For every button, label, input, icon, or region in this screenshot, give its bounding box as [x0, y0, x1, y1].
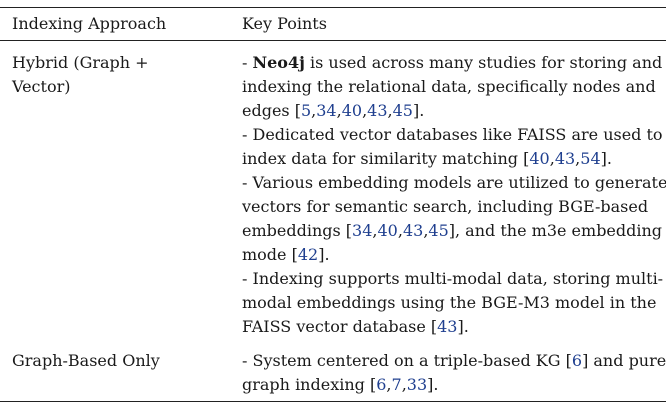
text-segment: graph indexing [ [242, 375, 377, 394]
text-segment: - Various embedding models are utilized … [242, 173, 666, 192]
text-segment: ]. [318, 245, 330, 264]
key-point-line: mode [42]. [242, 243, 666, 267]
key-point-line: FAISS vector database [43]. [242, 315, 666, 339]
citation-link[interactable]: 54 [580, 149, 601, 168]
text-segment: , [423, 221, 429, 240]
citation-link[interactable]: 6 [571, 351, 583, 370]
text-segment: , [362, 101, 368, 120]
key-point: - Various embedding models are utilized … [242, 171, 666, 267]
key-point-line: embeddings [34,40,43,45], and the m3e em… [242, 219, 666, 243]
key-point-line: indexing the relational data, specifical… [242, 75, 666, 99]
text-segment: index data for similarity matching [ [242, 149, 530, 168]
citation-link[interactable]: 34 [352, 221, 373, 240]
key-point-line: - Dedicated vector databases like FAISS … [242, 123, 666, 147]
text-segment: FAISS vector database [ [242, 317, 438, 336]
citation-link[interactable]: 45 [428, 221, 449, 240]
text-segment: , [401, 375, 407, 394]
text-segment: ]. [427, 375, 439, 394]
bold-term: Neo4j [252, 53, 305, 72]
text-segment: ]. [600, 149, 612, 168]
citation-link[interactable]: 34 [316, 101, 337, 120]
citation-link[interactable]: 43 [554, 149, 576, 168]
key-point-line: edges [5,34,40,43,45]. [242, 99, 666, 123]
row-graph-points: - System centered on a triple-based KG [… [242, 349, 666, 394]
text-segment: - Dedicated vector databases like FAISS … [242, 125, 663, 144]
key-point: - Indexing supports multi-modal data, st… [242, 267, 666, 339]
text-segment: , [397, 221, 403, 240]
text-segment: ] and purely [582, 351, 666, 370]
table-bottom-rule [0, 401, 666, 402]
text-segment: , [311, 101, 317, 120]
text-segment: edges [ [242, 101, 301, 120]
text-segment: , [372, 221, 378, 240]
text-segment: ], and the m3e embedding [448, 221, 663, 240]
key-point-line: graph indexing [6,7,33]. [242, 373, 666, 397]
approach-line: Graph-Based Only [12, 351, 160, 370]
citation-link[interactable]: 6 [376, 375, 387, 394]
key-point: - Neo4j is used across many studies for … [242, 51, 666, 123]
citation-link[interactable]: 7 [391, 375, 402, 394]
key-point-line: - Indexing supports multi-modal data, st… [242, 267, 666, 291]
citation-link[interactable]: 43 [402, 221, 424, 240]
text-segment: embeddings [ [242, 221, 353, 240]
text-segment: , [336, 101, 342, 120]
approach-line: Vector) [12, 77, 71, 96]
text-segment: mode [ [242, 245, 298, 264]
text-segment: , [387, 101, 393, 120]
citation-link[interactable]: 40 [529, 149, 550, 168]
header-key-points: Key Points [242, 14, 327, 33]
key-point-line: - System centered on a triple-based KG [… [242, 349, 666, 373]
text-segment: , [549, 149, 555, 168]
key-point-line: index data for similarity matching [40,4… [242, 147, 666, 171]
text-segment: , [386, 375, 392, 394]
key-point-line: modal embeddings using the BGE-M3 model … [242, 291, 666, 315]
citation-link[interactable]: 5 [300, 101, 312, 120]
text-segment: ]. [457, 317, 469, 336]
text-segment: - Indexing supports multi-modal data, st… [242, 269, 664, 288]
approach-line: Hybrid (Graph + [12, 53, 149, 72]
key-points-list: - System centered on a triple-based KG [… [242, 349, 666, 394]
key-point-line: - Neo4j is used across many studies for … [242, 51, 666, 75]
header-indexing-approach: Indexing Approach [12, 14, 167, 33]
key-point-line: - Various embedding models are utilized … [242, 171, 666, 195]
citation-link[interactable]: 45 [392, 101, 413, 120]
citation-link[interactable]: 43 [367, 101, 388, 120]
text-segment: modal embeddings using the BGE-M3 model … [242, 293, 657, 312]
key-point: - Dedicated vector databases like FAISS … [242, 123, 666, 171]
text-segment: - System centered on a triple-based KG [ [242, 351, 572, 370]
row-hybrid-approach: Hybrid (Graph + Vector) [12, 51, 149, 99]
citation-link[interactable]: 43 [437, 317, 458, 336]
row-graph-approach: Graph-Based Only [12, 349, 160, 373]
text-segment: is used across many studies for storing … [304, 53, 663, 72]
text-segment: vectors for semantic search, including B… [242, 197, 649, 216]
text-segment: ]. [412, 101, 425, 120]
text-segment: indexing the relational data, specifical… [242, 77, 656, 96]
citation-link[interactable]: 33 [406, 375, 428, 394]
header-divider [0, 40, 666, 41]
row-hybrid-points: - Neo4j is used across many studies for … [242, 51, 666, 336]
citation-link[interactable]: 42 [297, 245, 319, 264]
key-point-line: vectors for semantic search, including B… [242, 195, 666, 219]
key-points-list: - Neo4j is used across many studies for … [242, 51, 666, 336]
text-segment: , [575, 149, 581, 168]
key-point: - System centered on a triple-based KG [… [242, 349, 666, 397]
table-top-rule [0, 7, 666, 8]
citation-link[interactable]: 40 [377, 221, 398, 240]
text-segment: - [242, 53, 253, 72]
citation-link[interactable]: 40 [341, 101, 363, 120]
